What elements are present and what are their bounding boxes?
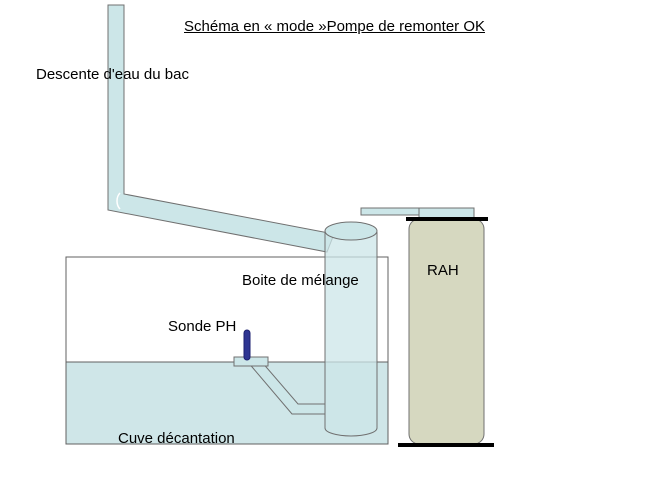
- pipe-elbow-joint: [116, 192, 121, 210]
- mixing-box-cylinder: [324, 232, 378, 437]
- rah-top-plate: [406, 217, 488, 221]
- descent-pipe: [107, 4, 335, 253]
- rah-column: [408, 218, 485, 445]
- label-cuve-decantation: Cuve décantation: [118, 430, 235, 447]
- mixing-box-top: [324, 221, 378, 241]
- label-boite-melange: Boite de mélange: [242, 272, 359, 289]
- label-sonde-ph: Sonde PH: [168, 318, 237, 335]
- probe-holder: [233, 356, 269, 367]
- label-descente: Descente d'eau du bac: [36, 66, 189, 83]
- label-rah: RAH: [427, 262, 459, 279]
- overflow-pipe: [360, 207, 420, 216]
- rah-bottom-plate: [398, 443, 494, 447]
- ph-probe: [243, 329, 251, 361]
- diagram-title: Schéma en « mode »Pompe de remonter OK: [184, 18, 485, 35]
